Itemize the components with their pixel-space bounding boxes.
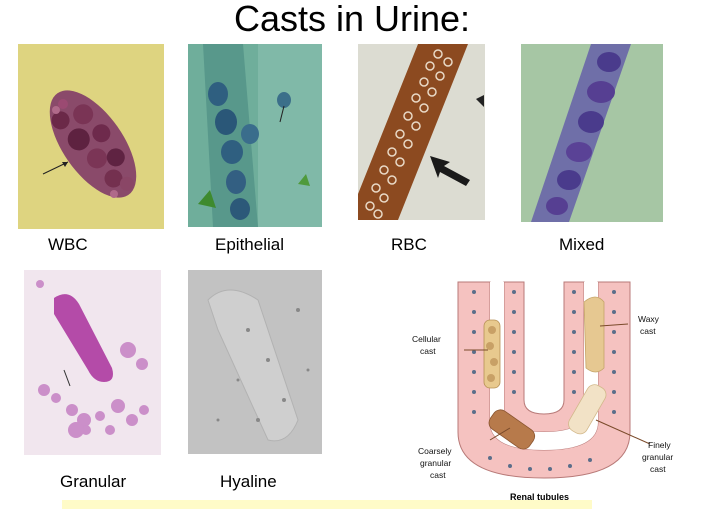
label-coarse-1: Coarsely (418, 446, 452, 456)
rbc-cast-illustration (358, 44, 485, 220)
label-waxy-2: cast (640, 326, 656, 336)
label-fine-1: Finely (648, 440, 671, 450)
hyaline-cast-illustration (188, 270, 322, 454)
panel-label-hyaline: Hyaline (220, 472, 277, 491)
granular-cast-image (24, 270, 161, 455)
rbc-cast-image (358, 44, 485, 220)
label-cellular-1: Cellular (412, 334, 441, 344)
panel-label-mixed: Mixed (559, 235, 605, 254)
label-cellular-2: cast (420, 346, 436, 356)
panel-label-granular: Granular (60, 472, 127, 491)
renal-tubule-illustration: Cellular cast Waxy cast Coarsely granula… (412, 281, 673, 502)
diagram-title: Renal tubules (510, 492, 569, 502)
highlight-strip (62, 500, 592, 509)
granular-cast-illustration (24, 270, 161, 455)
epithelial-cast-illustration (188, 44, 322, 227)
label-waxy-1: Waxy (638, 314, 660, 324)
label-fine-3: cast (650, 464, 666, 474)
wbc-cast-illustration (18, 44, 164, 229)
mixed-cast-illustration (521, 44, 663, 222)
panel-label-rbc: RBC (391, 235, 427, 254)
page-title: Casts in Urine: (233, 0, 471, 39)
epithelial-cast-image (188, 44, 322, 227)
renal-tubule-diagram: Cellular cast Waxy cast Coarsely granula… (400, 272, 690, 506)
mixed-cast-image (521, 44, 663, 222)
panel-label-epithelial: Epithelial (215, 235, 284, 254)
hyaline-cast-image (188, 270, 322, 454)
label-coarse-3: cast (430, 470, 446, 480)
label-coarse-2: granular (420, 458, 451, 468)
wbc-cast-image (18, 44, 164, 229)
panel-label-wbc: WBC (48, 235, 88, 254)
label-fine-2: granular (642, 452, 673, 462)
